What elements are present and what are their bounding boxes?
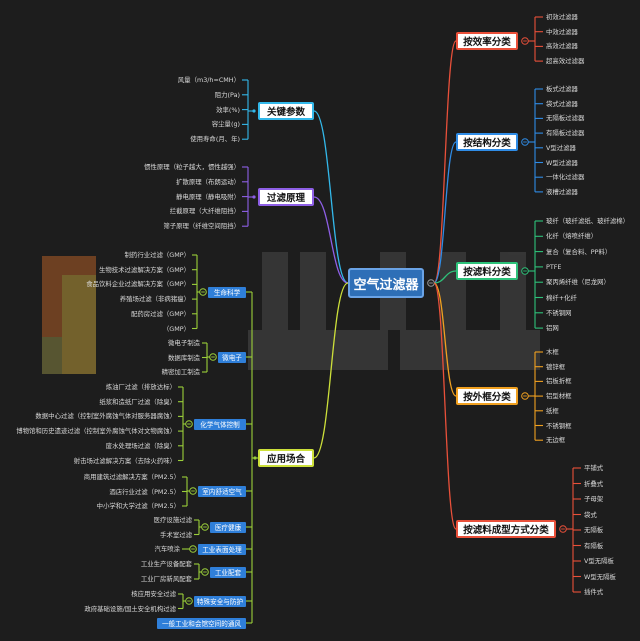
material-leaf: 不锈钢网 [546, 308, 572, 317]
application-branch[interactable]: 应用场合 [258, 449, 314, 467]
efficiency-leaf: 高效过滤器 [546, 42, 578, 51]
forming-leaf: W型无隔板 [584, 572, 616, 581]
root-to-frame-connector [433, 282, 457, 397]
application-leaf: 微电子制造 [168, 339, 200, 347]
application-group-4[interactable]: 医疗健康 [210, 521, 246, 533]
application-leaf: 养殖场过滤（非病猪瘟） [119, 295, 190, 304]
frame-leaf: 木框 [546, 348, 559, 356]
structure-leaf: W型过滤器 [546, 158, 578, 167]
application-leaf: 医疗设施过滤 [153, 516, 192, 524]
frame-leaf: 镀锌框 [546, 362, 566, 371]
material-branch[interactable]: 按滤料分类 [456, 262, 518, 280]
params-leaf: 使用寿命(月、年) [190, 135, 240, 144]
application-leaf: 核应用安全过滤 [131, 590, 176, 598]
application-group-6[interactable]: 工业配套 [210, 566, 246, 578]
principle-leaf: 筛子原理（纤维空间阻挡） [163, 222, 240, 231]
frame-leaf: 纸框 [546, 406, 559, 415]
material-leaf: 玻纤（玻纤滤纸、玻纤滤棉） [546, 217, 630, 225]
application-leaf: 工业厂房新风配套 [140, 575, 192, 583]
application-leaf: 商用建筑过滤解决方案（PM2.5） [83, 473, 180, 481]
forming-leaf: 插件式 [584, 588, 604, 596]
efficiency-leaf: 超高效过滤器 [546, 57, 585, 66]
application-leaf: 政府基础设施/国土安全机构过滤 [84, 604, 176, 613]
efficiency-leaf: 初效过滤器 [546, 13, 578, 21]
application-leaf: 射击场过滤解决方案（去除火药味） [73, 456, 176, 465]
principle-leaf: 拦截原理（大纤维阻挡） [169, 207, 240, 216]
application-group-8[interactable]: 一般工业和会馆空间的通风 [157, 617, 246, 629]
application-leaf: 食品饮料企业过滤解决方案（GMP） [86, 280, 190, 289]
structure-leaf: 有隔板过滤器 [546, 129, 585, 138]
application-leaf: 精密加工制造 [161, 368, 200, 376]
forming-leaf: 子母架 [584, 495, 604, 503]
structure-leaf: 液槽过滤器 [546, 187, 578, 196]
material-leaf: 铝网 [546, 324, 559, 333]
application-leaf: 废水处理场过滤（除臭） [105, 441, 176, 450]
params-leaf: 风量（m3/h=CMH） [177, 76, 240, 84]
material-leaf: 复合（复合料、PP料） [546, 247, 612, 256]
application-leaf: 炼油厂过滤（排放达标） [105, 383, 176, 391]
application-leaf: （GMP） [162, 324, 190, 333]
forming-leaf: 袋式 [584, 510, 597, 519]
application-group-5[interactable]: 工业表面处理 [198, 543, 246, 555]
application-leaf: 博物馆和历史遗迹过滤（控制室外腐蚀气体对文物腐蚀） [16, 427, 176, 436]
root-to-forming-connector [433, 282, 457, 530]
frame-leaf: 无边框 [546, 436, 566, 445]
structure-leaf: 板式过滤器 [546, 85, 578, 93]
application-group-3[interactable]: 室内舒适空气 [198, 485, 246, 497]
root-to-application-connector [313, 282, 349, 459]
forming-branch[interactable]: 按滤料成型方式分类 [456, 520, 556, 538]
application-leaf: 汽车喷涂 [154, 545, 180, 553]
forming-leaf: 有隔板 [584, 541, 604, 550]
forming-leaf: 平铺式 [584, 464, 604, 472]
principle-leaf: 惯性原理（粒子越大，惯性越强） [144, 163, 240, 171]
forming-leaf: 无隔板 [584, 526, 604, 534]
application-leaf: 数据中心过滤（控制室外腐蚀气体对服务器腐蚀） [35, 412, 176, 421]
structure-branch[interactable]: 按结构分类 [456, 133, 518, 151]
forming-leaf: 折叠式 [584, 479, 604, 488]
structure-leaf: 袋式过滤器 [546, 99, 578, 108]
material-leaf: PTFE [546, 262, 562, 271]
application-group-1[interactable]: 微电子 [218, 351, 246, 363]
root-to-principle-connector [313, 196, 349, 284]
application-leaf: 纸浆和造纸厂过滤（除臭） [99, 397, 176, 406]
application-leaf: 中小学和大学过滤（PM2.5） [96, 502, 180, 510]
structure-leaf: 无隔板过滤器 [546, 114, 585, 123]
params-leaf: 效率(%) [216, 105, 240, 114]
root-to-material-connector [433, 270, 457, 284]
root-to-efficiency-connector [433, 40, 457, 284]
efficiency-branch[interactable]: 按效率分类 [456, 32, 518, 50]
params-leaf: 阻力(Pa) [214, 90, 240, 99]
application-leaf: 工业生产设备配套 [140, 560, 192, 568]
frame-leaf: 铝板折框 [546, 377, 572, 386]
params-leaf: 容尘量(g) [211, 120, 240, 129]
structure-leaf: 一体化过滤器 [546, 173, 585, 182]
application-group-2[interactable]: 化学气体控制 [194, 418, 246, 430]
principle-leaf: 静电原理（静电吸附） [176, 192, 240, 201]
application-group-0[interactable]: 生命科学 [208, 286, 246, 298]
application-group-7[interactable]: 特殊安全与防护 [194, 595, 246, 607]
application-leaf: 制药行业过滤（GMP） [124, 251, 190, 259]
application-leaf: 生物技术过滤解决方案（GMP） [98, 265, 190, 274]
principle-leaf: 扩散原理（布朗运动） [176, 177, 240, 186]
application-leaf: 数据库制造 [168, 353, 200, 362]
material-leaf: 聚丙烯纤维（尼龙网） [546, 278, 610, 287]
material-leaf: 棉纤+化纤 [546, 293, 577, 302]
frame-leaf: 不锈钢框 [546, 421, 572, 430]
structure-leaf: V型过滤器 [546, 143, 576, 152]
efficiency-leaf: 中效过滤器 [546, 27, 578, 36]
root-node-air-filter[interactable]: 空气过滤器 [348, 268, 424, 298]
application-leaf: 配药房过滤（GMP） [130, 309, 190, 318]
params-branch[interactable]: 关键参数 [258, 102, 314, 120]
frame-leaf: 铝型材框 [546, 392, 572, 401]
application-leaf: 手术室过滤 [160, 530, 192, 539]
root-to-params-connector [313, 110, 349, 284]
root-to-structure-connector [433, 141, 457, 284]
material-leaf: 化纤（熔喷纤维） [546, 232, 598, 241]
application-leaf: 酒店行业过滤（PM2.5） [109, 487, 180, 496]
forming-leaf: V型无隔板 [584, 557, 614, 565]
principle-branch[interactable]: 过滤原理 [258, 188, 314, 206]
frame-branch[interactable]: 按外框分类 [456, 387, 518, 405]
application-joint [253, 456, 257, 460]
